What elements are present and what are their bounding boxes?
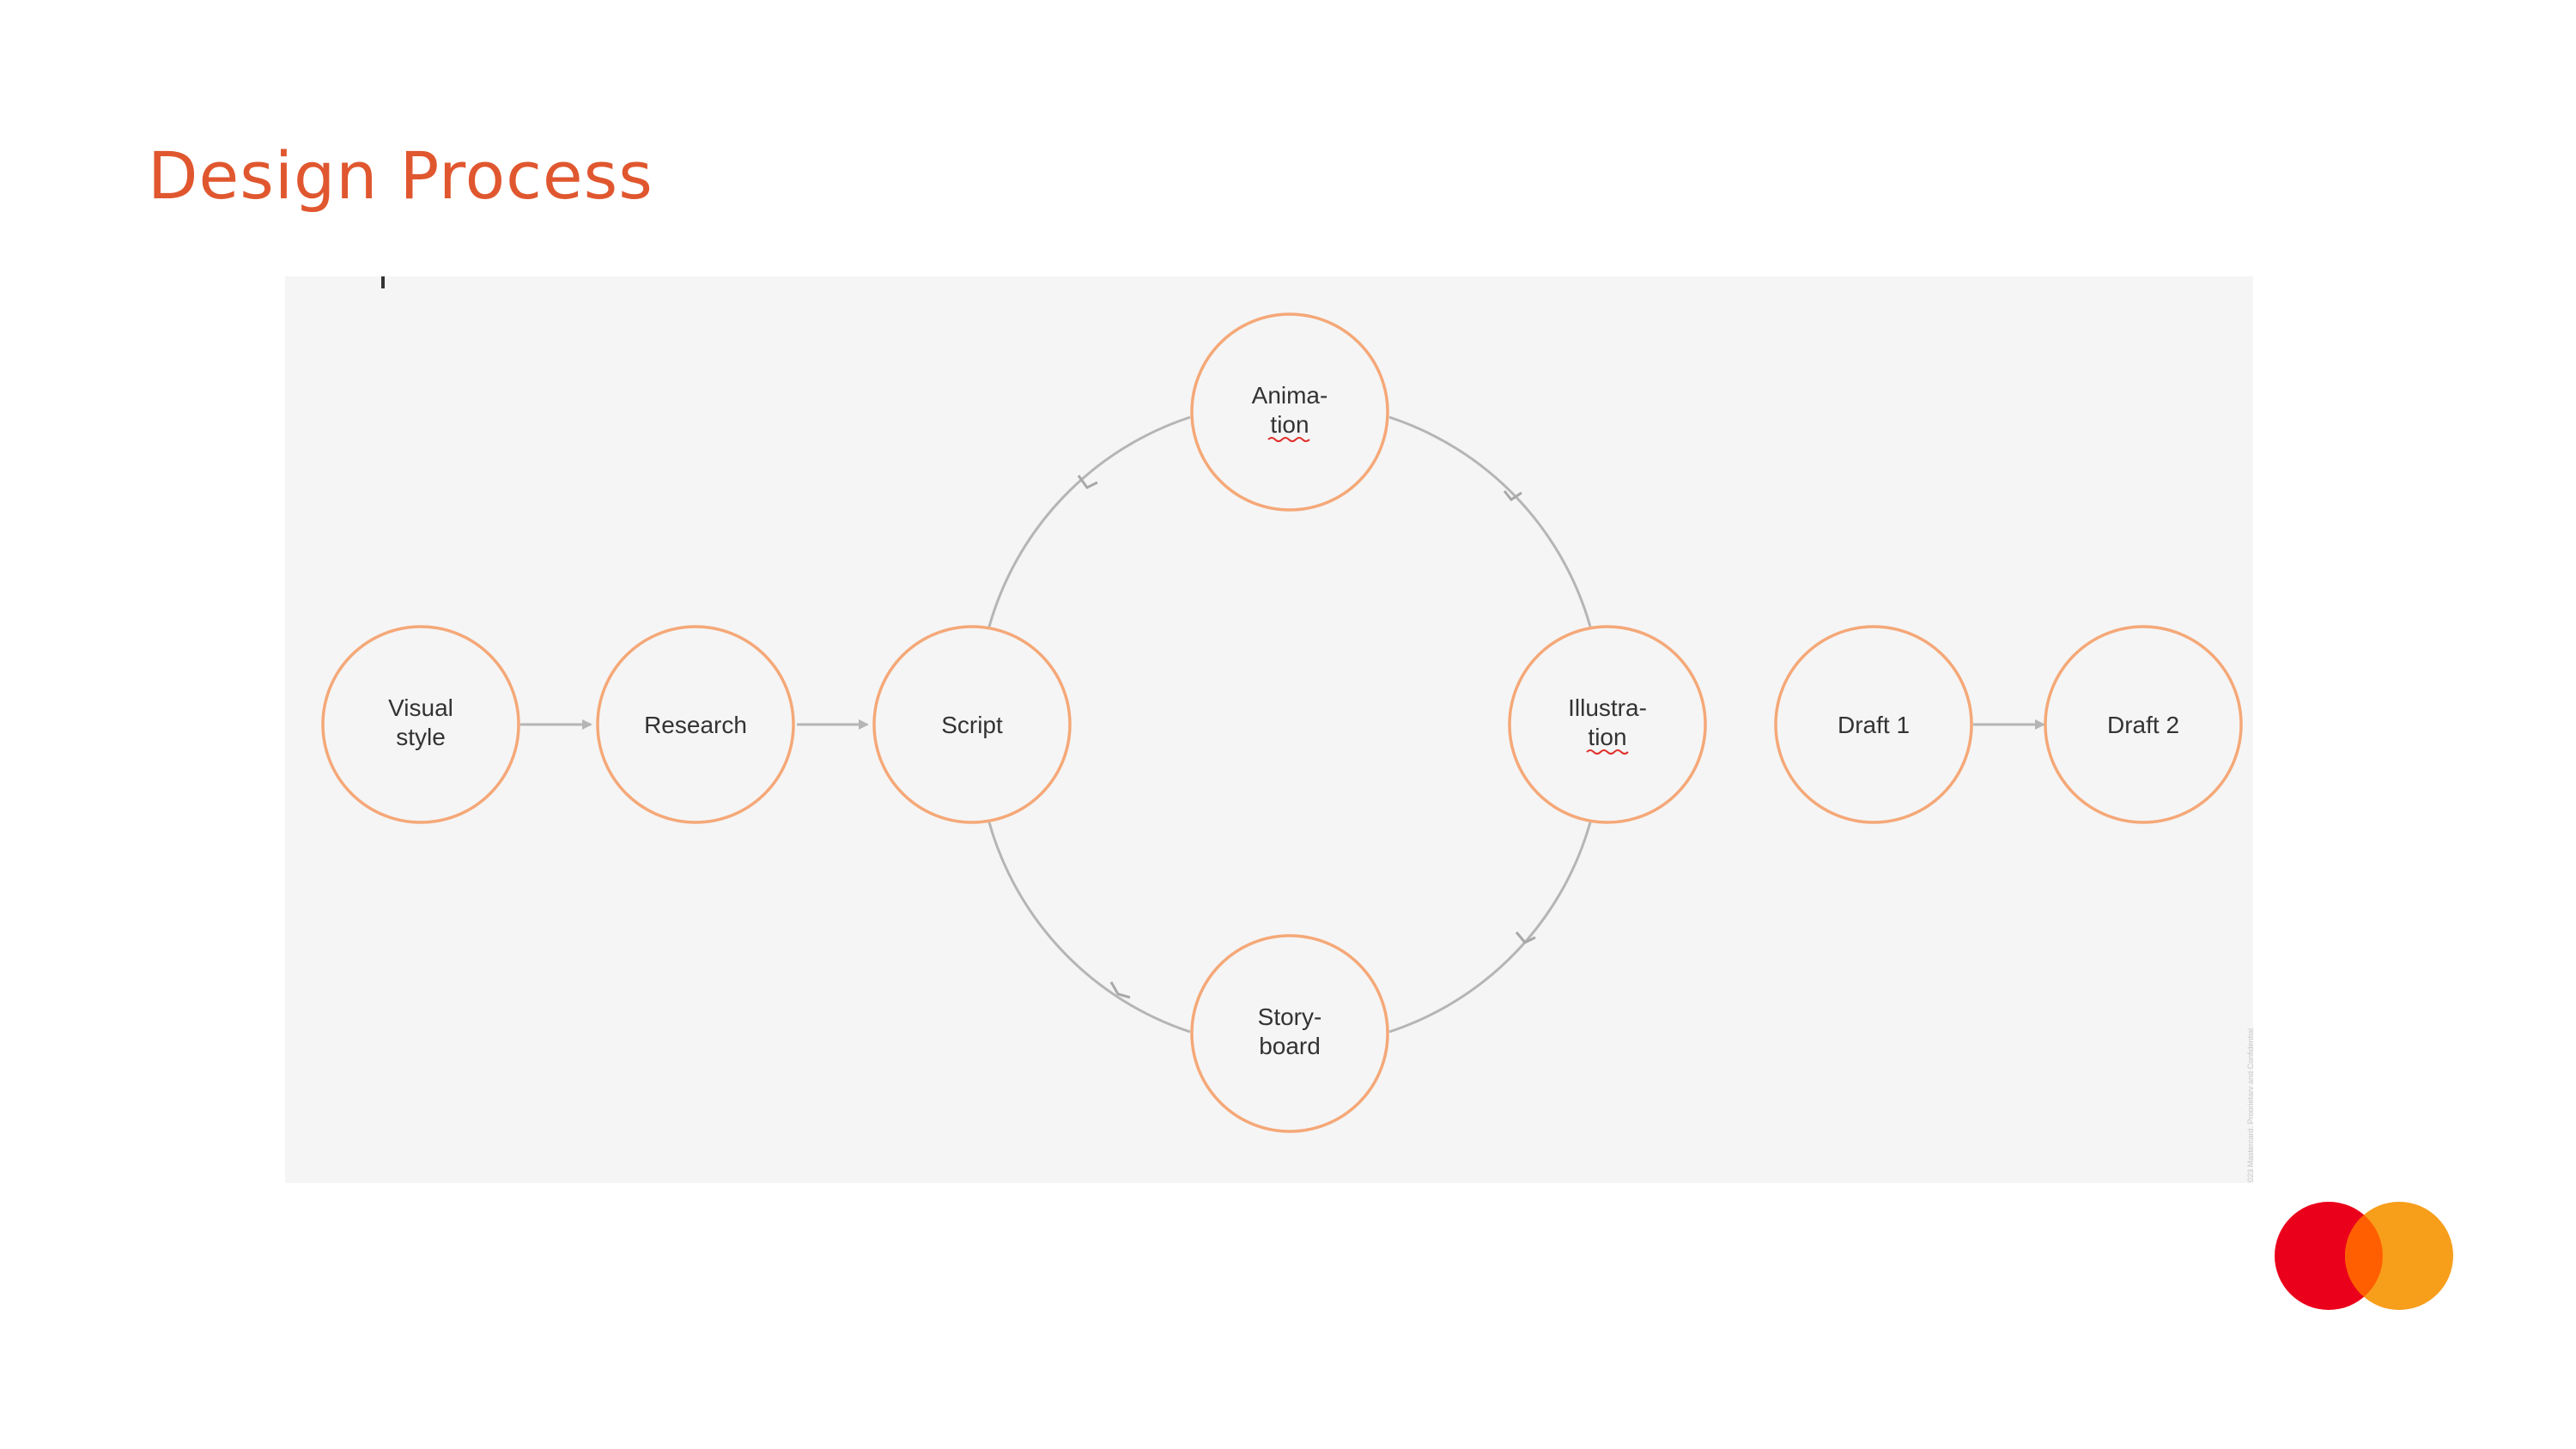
node-illustration-label-1: Illustra-	[1568, 694, 1647, 721]
slide-title: Design Process	[148, 137, 653, 214]
text-cursor	[381, 276, 385, 288]
node-animation-label-2: tion	[1270, 411, 1309, 438]
node-draft-1-label: Draft 1	[1838, 712, 1910, 738]
node-illustration-label-2: tion	[1588, 724, 1626, 750]
edge-storyboard-to-illustration	[1388, 822, 1592, 1034]
node-visual-style-label-1: Visual	[388, 694, 453, 721]
node-storyboard: Story- board	[1190, 934, 1389, 1133]
arrow-tick-illustration-animation	[1503, 490, 1522, 502]
edge-animation-to-script	[987, 415, 1191, 627]
node-visual-style: Visual style	[321, 625, 520, 824]
node-visual-style-label-2: style	[396, 724, 446, 750]
node-storyboard-label-2: board	[1259, 1033, 1321, 1059]
edge-script-to-storyboard	[987, 822, 1191, 1034]
arrow-tick-storyboard-illustration	[1515, 931, 1536, 944]
node-animation: Anima- tion	[1190, 312, 1389, 512]
node-draft-2: Draft 2	[2044, 625, 2243, 824]
design-process-diagram: Visual style Research Script Anima- tion…	[321, 312, 2243, 1133]
spellcheck-underline	[1267, 437, 1310, 442]
node-script: Script	[872, 625, 1072, 824]
logo-overlap	[2345, 1215, 2383, 1297]
node-illustration: Illustra- tion	[1508, 625, 1707, 824]
node-research: Research	[596, 625, 795, 824]
node-draft-2-label: Draft 2	[2107, 712, 2179, 738]
spellcheck-underline	[1586, 749, 1629, 755]
mastercard-logo	[2275, 1202, 2453, 1310]
node-draft-1: Draft 1	[1774, 625, 1973, 824]
node-script-label: Script	[941, 712, 1003, 738]
arrow-tick-animation-script	[1077, 475, 1098, 489]
edge-illustration-to-animation	[1388, 415, 1592, 627]
node-animation-label-1: Anima-	[1252, 382, 1328, 409]
node-storyboard-label-1: Story-	[1258, 1003, 1322, 1030]
node-research-label: Research	[644, 712, 747, 738]
diagram-panel: Visual style Research Script Anima- tion…	[285, 276, 2253, 1183]
arrow-tick-script-storyboard	[1109, 981, 1131, 999]
